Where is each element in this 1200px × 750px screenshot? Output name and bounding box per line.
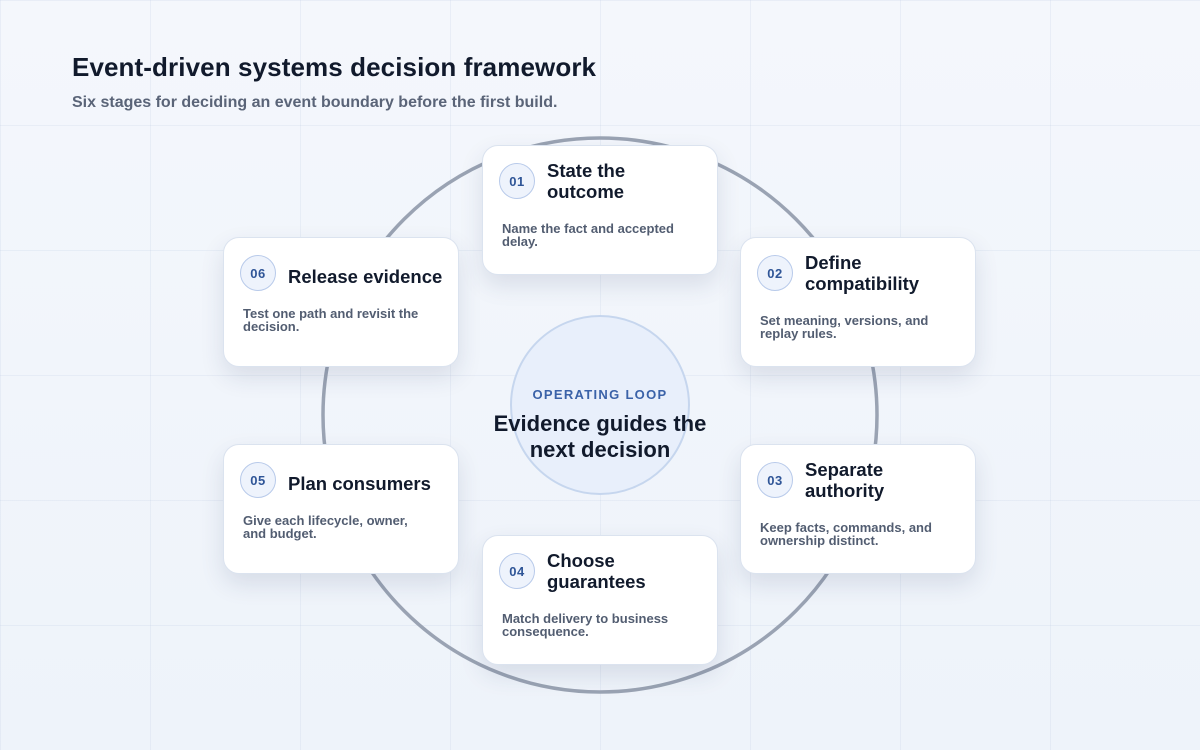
stage-number-badge: 03 (757, 462, 793, 498)
stage-card-04: 04 Choose guarantees Match delivery to b… (482, 535, 718, 665)
stage-title: Plan consumers (288, 473, 431, 494)
stage-title: Separate authority (805, 459, 885, 501)
page-subtitle: Six stages for deciding an event boundar… (72, 94, 558, 111)
stage-description: Match delivery to business consequence. (502, 611, 669, 639)
stage-card-03: 03 Separate authority Keep facts, comman… (740, 444, 976, 574)
stage-title: Release evidence (288, 266, 443, 287)
stage-title: Choose guarantees (547, 550, 646, 592)
stage-description: Name the fact and accepted delay. (502, 221, 674, 249)
stage-number-badge: 04 (499, 553, 535, 589)
cycle-ring-circle (321, 136, 879, 694)
stage-number-badge: 01 (499, 163, 535, 199)
stage-card-05: 05 Plan consumers Give each lifecycle, o… (223, 444, 459, 574)
stage-description: Set meaning, versions, and replay rules. (760, 313, 929, 341)
center-kicker: OPERATING LOOP (532, 387, 668, 402)
stage-card-02: 02 Define compatibility Set meaning, ver… (740, 237, 976, 367)
stage-title: State the outcome (547, 160, 626, 202)
stage-title: Define compatibility (805, 252, 920, 294)
stage-number-badge: 06 (240, 255, 276, 291)
stage-card-06: 06 Release evidence Test one path and re… (223, 237, 459, 367)
stage-number-badge: 05 (240, 462, 276, 498)
center-hub: OPERATING LOOP Evidence guides the next … (494, 315, 706, 495)
page-title: Event-driven systems decision framework (72, 52, 597, 82)
stage-description: Test one path and revisit the decision. (243, 306, 419, 334)
center-text: Evidence guides the next decision (493, 411, 707, 462)
stage-number-badge: 02 (757, 255, 793, 291)
stage-description: Keep facts, commands, and ownership dist… (760, 520, 932, 548)
stage-card-01: 01 State the outcome Name the fact and a… (482, 145, 718, 275)
stage-description: Give each lifecycle, owner, and budget. (243, 513, 408, 541)
